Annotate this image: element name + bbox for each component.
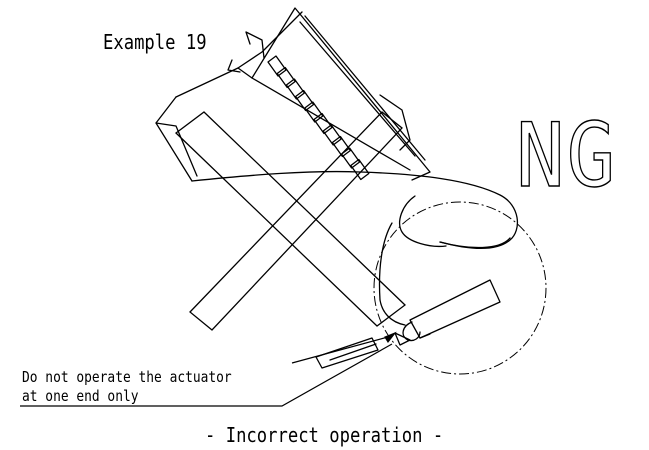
actuator-end xyxy=(315,279,501,369)
contact-pin xyxy=(285,78,306,100)
contact-pin xyxy=(267,55,287,77)
contact-pin xyxy=(340,147,361,169)
warning-note-line-1: Do not operate the actuator xyxy=(22,368,232,386)
finger-outline xyxy=(191,170,519,326)
contact-pin xyxy=(304,101,324,123)
detail-circle xyxy=(373,201,547,375)
cross-out-mark xyxy=(174,111,407,331)
contact-pin xyxy=(294,89,315,112)
leader-lines xyxy=(20,331,397,407)
connector-housing xyxy=(155,7,431,182)
contact-pin xyxy=(276,66,296,89)
contact-pins xyxy=(267,55,370,181)
figure-caption: - Incorrect operation - xyxy=(205,423,444,447)
contact-pin xyxy=(331,135,352,158)
contact-pin xyxy=(313,112,333,135)
example-title: Example 19 xyxy=(103,30,207,54)
contact-pin xyxy=(322,124,342,146)
warning-note-line-2: at one end only xyxy=(22,387,139,405)
ng-verdict-label: NG xyxy=(515,104,618,207)
